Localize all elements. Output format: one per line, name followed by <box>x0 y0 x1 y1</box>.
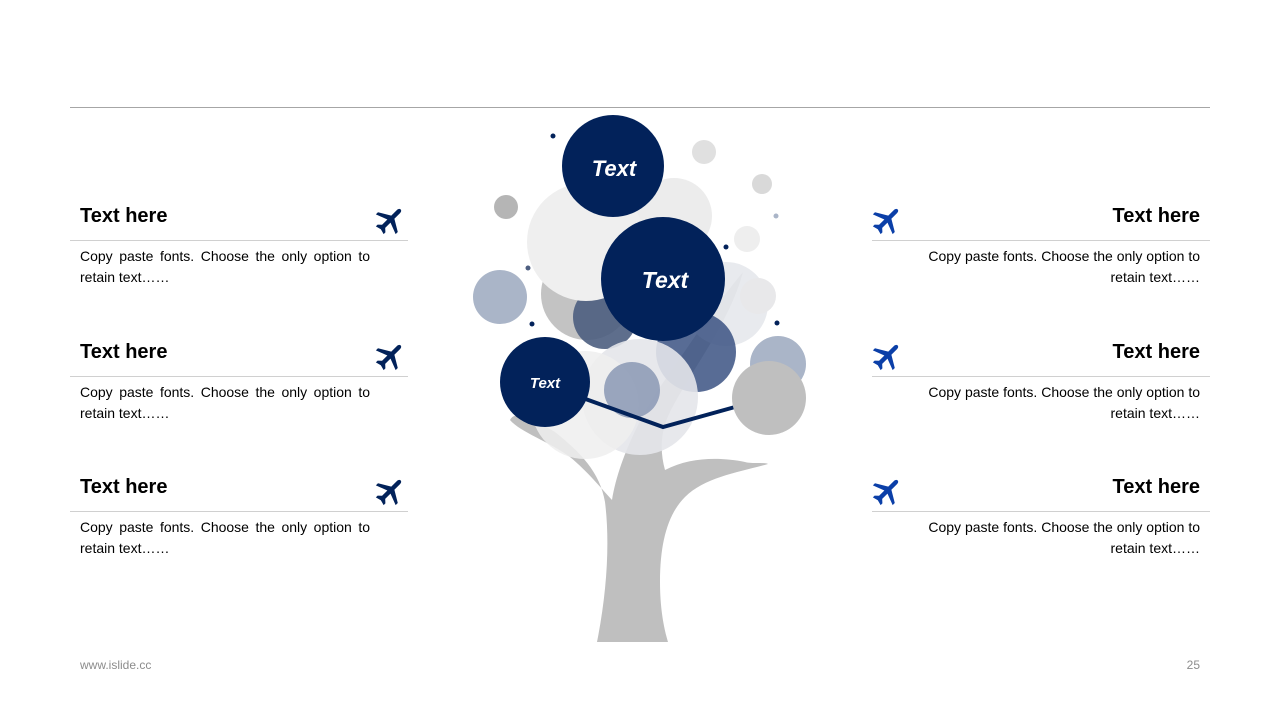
card-title: Text here <box>80 205 168 227</box>
card-title: Text here <box>80 476 168 498</box>
card-body: Copy paste fonts. Choose the only option… <box>928 248 1200 285</box>
bubble-left-label: Text <box>530 375 561 392</box>
card-body: Copy paste fonts. Choose the only option… <box>928 384 1200 421</box>
card-body: Copy paste fonts. Choose the only option… <box>928 519 1200 556</box>
card-body: Copy paste fonts. Choose the only option… <box>80 519 370 556</box>
card-divider <box>70 511 408 512</box>
airplane-icon <box>375 344 402 371</box>
tree-illustration: Text Text Text <box>473 115 806 642</box>
decor-circle <box>734 226 760 252</box>
decor-circle <box>494 195 518 219</box>
decor-dot <box>774 320 780 326</box>
decor-dot <box>550 133 556 139</box>
bubble-top <box>562 115 664 217</box>
card-title: Text here <box>1112 205 1200 227</box>
decor-circle <box>692 140 716 164</box>
airplane-icon <box>375 479 402 506</box>
airplane-icon <box>872 208 899 235</box>
right-node <box>732 361 806 435</box>
card-title: Text here <box>1112 476 1200 498</box>
card-body: Copy paste fonts. Choose the only option… <box>80 384 370 421</box>
card-divider <box>70 376 408 377</box>
airplane-icon <box>872 344 899 371</box>
tree-trunk <box>510 272 768 642</box>
decor-dot <box>529 321 535 327</box>
card-body: Copy paste fonts. Choose the only option… <box>80 248 370 285</box>
card-title: Text here <box>1112 341 1200 363</box>
top-divider <box>70 107 1210 108</box>
bubble-middle-label: Text <box>642 267 690 293</box>
decor-circle <box>604 362 660 418</box>
card-divider <box>872 511 1210 512</box>
decor-circle <box>473 270 527 324</box>
bubble-middle <box>601 217 725 341</box>
page-number: 25 <box>1186 658 1200 672</box>
decor-dot <box>525 265 531 271</box>
bubble-top-label: Text <box>592 156 638 181</box>
airplane-icon <box>375 208 402 235</box>
card-divider <box>872 376 1210 377</box>
card-divider <box>872 240 1210 241</box>
decor-dot <box>723 244 729 250</box>
connector-line <box>579 395 736 430</box>
decor-circle <box>752 174 772 194</box>
card-divider <box>70 240 408 241</box>
footer-website[interactable]: www.islide.cc <box>80 658 152 672</box>
card-title: Text here <box>80 341 168 363</box>
airplane-icon <box>872 479 899 506</box>
bubble-left <box>500 337 590 427</box>
decor-circle <box>740 278 776 314</box>
decor-dot <box>773 213 779 219</box>
